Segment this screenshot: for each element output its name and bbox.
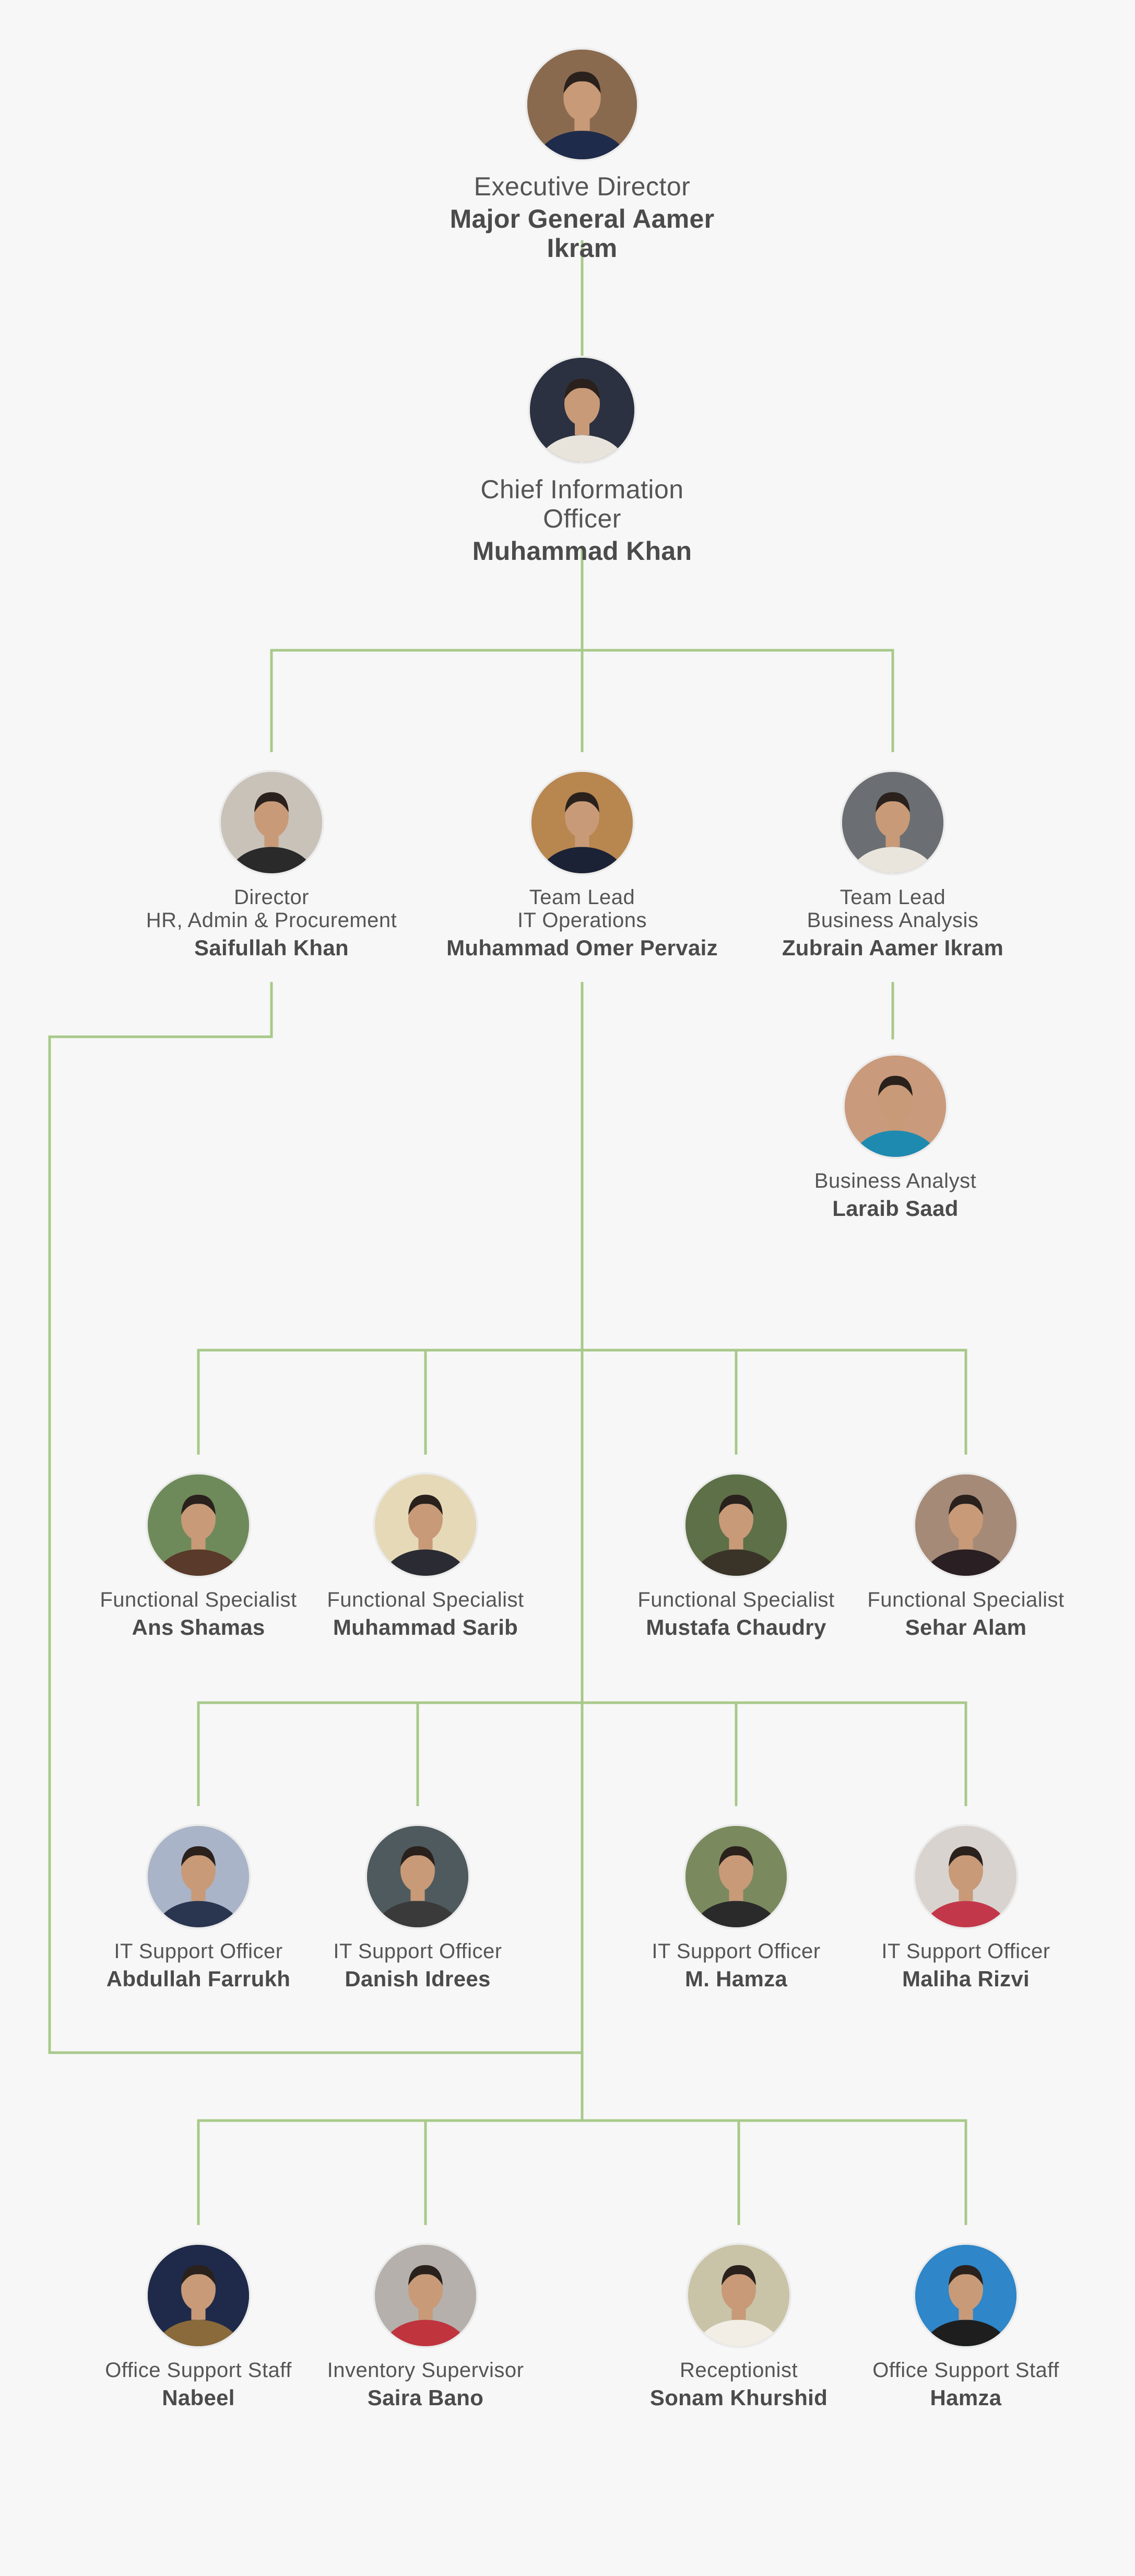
person-name: Danish Idrees <box>345 1966 491 1991</box>
role-line: Office Support Staff <box>872 2359 1059 2382</box>
role-title: Inventory Supervisor <box>285 2359 566 2382</box>
role-line: Team Lead <box>840 886 946 909</box>
portrait-icon <box>915 1826 1016 1927</box>
portrait-icon <box>842 772 943 873</box>
portrait-icon <box>685 1474 787 1576</box>
person-name: Sonam Khurshid <box>649 2385 828 2410</box>
portrait-icon <box>845 1056 946 1157</box>
role-title: IT Support Officer <box>595 1940 877 1963</box>
connector-line <box>197 1349 967 1455</box>
portrait-icon <box>221 772 322 873</box>
role-line: IT Operations <box>517 909 647 932</box>
role-title: Functional Specialist <box>595 1588 877 1611</box>
portrait-icon <box>531 772 633 873</box>
role-line: Business Analysis <box>807 909 979 932</box>
portrait-icon <box>688 2245 789 2346</box>
role-line: IT Support Officer <box>881 1940 1050 1963</box>
role-line: Business Analyst <box>814 1169 977 1192</box>
person-name: Major General Aamer Ikram <box>450 204 715 263</box>
person-name: Ans Shamas <box>132 1615 265 1640</box>
role-line: Functional Specialist <box>867 1588 1065 1611</box>
person-name: Zubrain Aamer Ikram <box>782 935 1004 960</box>
portrait-icon <box>685 1826 787 1927</box>
portrait-icon <box>148 2245 249 2346</box>
portrait-icon <box>530 358 634 462</box>
connector-line <box>197 1701 967 1806</box>
role-line: Functional Specialist <box>327 1588 524 1611</box>
role-line: Inventory Supervisor <box>327 2359 524 2382</box>
portrait-icon <box>375 1474 476 1576</box>
role-line: Functional Specialist <box>637 1588 835 1611</box>
role-line: Chief Information Officer <box>480 475 684 533</box>
org-node-its-3: IT Support Officer M. Hamza <box>595 1826 877 1992</box>
role-title: Functional Specialist <box>285 1588 566 1611</box>
role-line: HR, Admin & Procurement <box>146 909 397 932</box>
portrait-icon <box>367 1826 468 1927</box>
role-title: Business Analyst <box>754 1169 1036 1192</box>
role-title: Functional Specialist <box>825 1588 1107 1611</box>
person-name: Mustafa Chaudry <box>646 1615 826 1640</box>
person-name: Muhammad Omer Pervaiz <box>446 935 718 960</box>
role-title: Office Support Staff <box>57 2359 339 2382</box>
portrait-icon <box>148 1826 249 1927</box>
role-title: Executive Director <box>441 172 723 201</box>
connector-line <box>270 649 894 752</box>
role-line: Functional Specialist <box>100 1588 297 1611</box>
portrait-icon <box>915 1474 1016 1576</box>
person-name: Sehar Alam <box>905 1615 1027 1640</box>
person-name: Saifullah Khan <box>194 935 349 960</box>
person-name: Muhammad Khan <box>472 536 692 566</box>
role-title: IT Support Officer <box>277 1940 559 1963</box>
role-line: IT Support Officer <box>333 1940 502 1963</box>
role-title: Office Support Staff <box>825 2359 1107 2382</box>
role-title: IT Support Officer <box>825 1940 1107 1963</box>
portrait-icon <box>375 2245 476 2346</box>
role-line: Team Lead <box>529 886 635 909</box>
portrait-icon <box>148 1474 249 1576</box>
role-title: Chief Information Officer <box>441 475 723 533</box>
person-name: Laraib Saad <box>832 1196 959 1221</box>
person-name: Maliha Rizvi <box>902 1966 1030 1991</box>
person-name: Muhammad Sarib <box>333 1615 518 1640</box>
role-line: Office Support Staff <box>105 2359 292 2382</box>
person-name: M. Hamza <box>684 1966 788 1991</box>
connector-line <box>197 2119 967 2225</box>
person-name: Hamza <box>930 2385 1002 2410</box>
person-name: Abdullah Farrukh <box>106 1966 291 1991</box>
role-title: Receptionist <box>598 2359 880 2382</box>
portrait-icon <box>527 50 637 159</box>
role-line: Director <box>233 886 310 909</box>
role-line: IT Support Officer <box>114 1940 283 1963</box>
role-title: IT Support Officer <box>57 1940 339 1963</box>
person-name: Saira Bano <box>367 2385 484 2410</box>
person-name: Nabeel <box>162 2385 235 2410</box>
role-line: IT Support Officer <box>652 1940 821 1963</box>
portrait-icon <box>915 2245 1016 2346</box>
role-line: Executive Director <box>474 172 691 201</box>
role-line: Receptionist <box>679 2359 798 2382</box>
role-title: Functional Specialist <box>57 1588 339 1611</box>
